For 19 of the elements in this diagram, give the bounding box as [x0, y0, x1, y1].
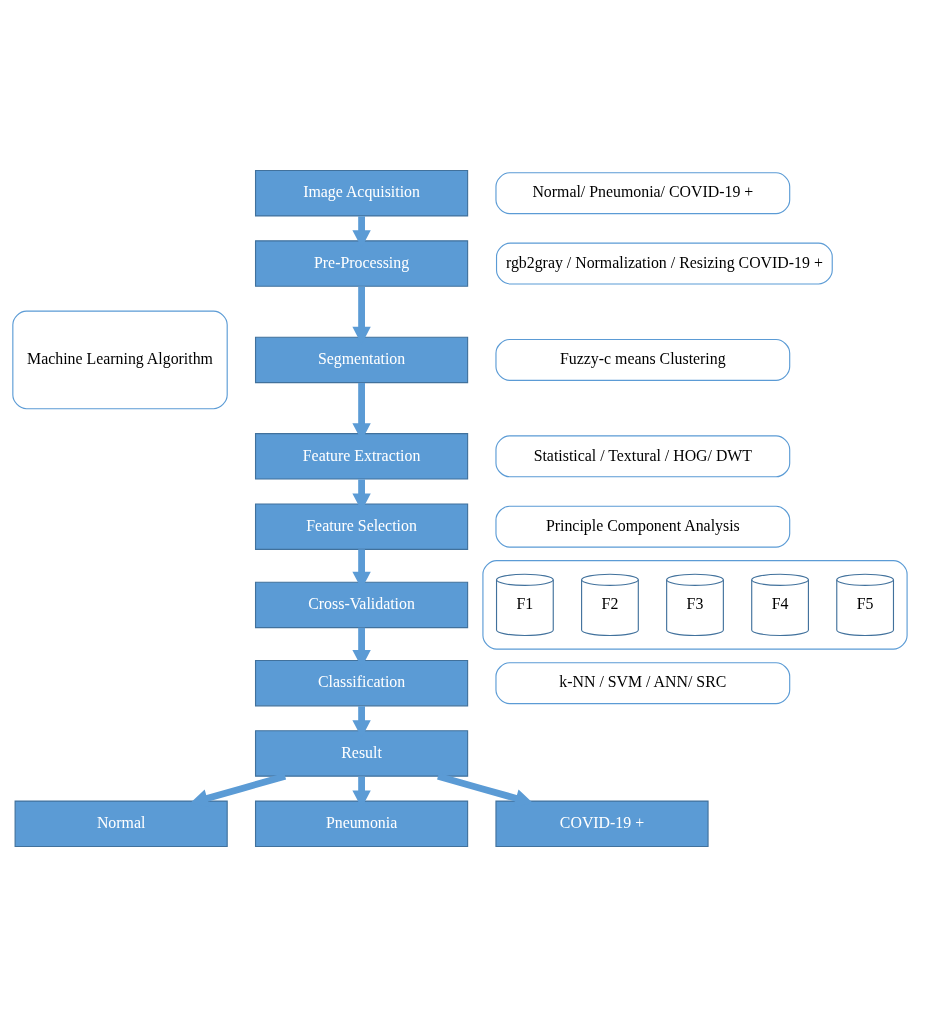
node-box: k-NN / SVM / ANN/ SRC — [495, 661, 791, 704]
node-box: Image Acquisition — [254, 169, 469, 216]
node-box: Principle Component Analysis — [495, 505, 791, 548]
node-box: COVID-19 + — [495, 800, 709, 847]
node-box: Pre-Processing — [254, 239, 469, 287]
node-box: Machine Learning Algorithm — [12, 310, 228, 409]
node-box: Feature Extraction — [254, 432, 469, 480]
node-box: Pneumonia — [254, 800, 469, 847]
cluster — [482, 559, 908, 650]
node-box: Feature Selection — [254, 502, 469, 550]
node-box: Fuzzy-c means Clustering — [495, 338, 791, 381]
node-box: Normal — [14, 800, 228, 847]
node-box: Segmentation — [254, 336, 469, 383]
node-box: Normal/ Pneumonia/ COVID-19 + — [495, 171, 791, 214]
node-box: rgb2gray / Normalization / Resizing COVID-19 + — [495, 242, 833, 284]
node-box: Cross-Validation — [254, 581, 469, 628]
node-box: Statistical / Textural / HOG/ DWT — [495, 434, 791, 477]
node-box: Classification — [254, 659, 469, 706]
node-box: Result — [254, 729, 469, 777]
